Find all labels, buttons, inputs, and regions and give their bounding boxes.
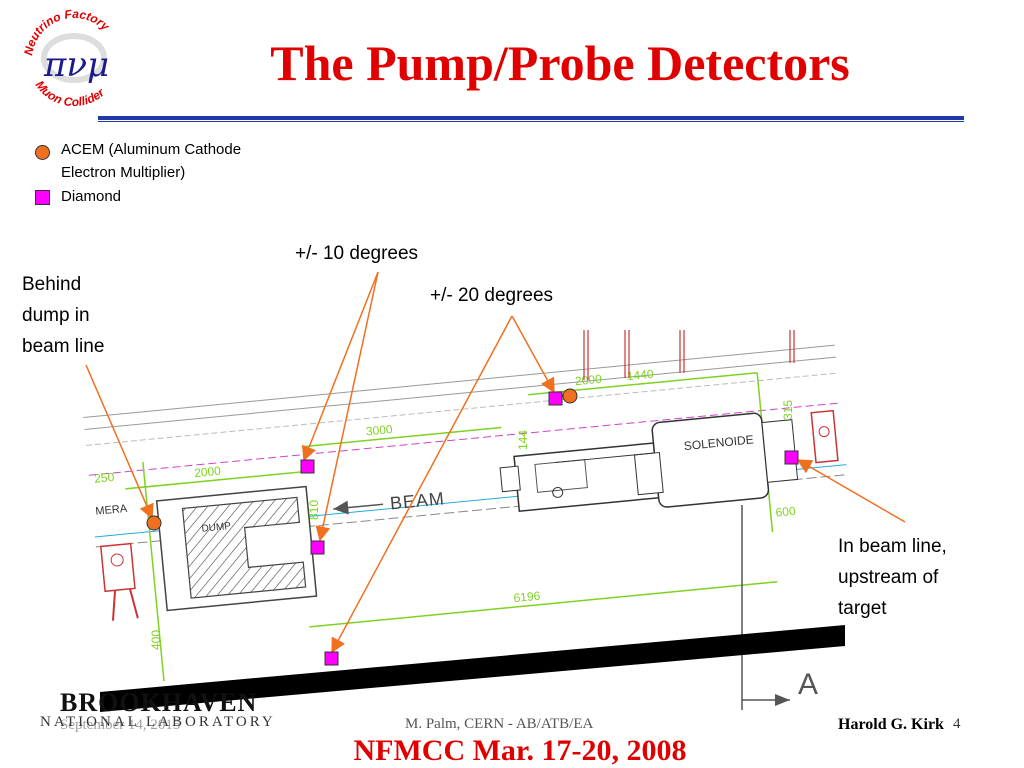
acem-detector-20deg-top — [562, 388, 578, 404]
dim-315: 315 — [781, 400, 795, 420]
dim-250: 250 — [94, 470, 116, 486]
floor-plate — [100, 625, 845, 712]
tilt-line — [88, 402, 841, 476]
page-title: The Pump/Probe Detectors — [270, 35, 850, 91]
callout-behind-dump-line2: dump in — [22, 305, 90, 326]
callout-behind-dump-line1: Behind — [22, 274, 82, 295]
callout-in-beam-line-3: target — [838, 598, 887, 619]
dim-810: 810 — [307, 500, 321, 520]
section-a-label: A — [798, 668, 818, 701]
callout-in-beam-line-2: upstream of — [838, 567, 939, 588]
callout-behind-dump: Behind dump in beam line — [22, 269, 104, 362]
callout-in-beam-line: In beam line, upstream of target — [838, 531, 947, 624]
diamond-detector-upstream — [784, 450, 799, 465]
legend-acem-label-1: ACEM (Aluminum Cathode — [61, 141, 242, 158]
solenoide-label: SOLENOIDE — [683, 432, 754, 453]
callout-20-degrees: +/- 20 degrees — [430, 285, 554, 306]
dim-400: 400 — [149, 630, 163, 650]
national-lab-label: NATIONAL LABORATORY — [40, 714, 276, 730]
diamond-detector-20deg-top — [548, 391, 563, 406]
dim-600: 600 — [775, 504, 797, 520]
brookhaven-logo: BROOKHAVEN — [60, 688, 258, 717]
legend-acem-marker — [35, 145, 50, 160]
dim-3000: 3000 — [365, 422, 393, 439]
title-rule-thin — [98, 121, 964, 122]
conference-label: NFMCC Mar. 17-20, 2008 — [353, 734, 687, 767]
support-lines — [583, 330, 795, 380]
callout-arrows — [85, 271, 906, 654]
camera-label: MERA — [95, 503, 128, 518]
callout-in-beam-line-1: In beam line, — [838, 536, 947, 557]
logo-symbols: πνμ — [43, 45, 109, 85]
acem-detector-behind-dump — [146, 515, 162, 531]
nfmc-logo: Neutrino Factory Muon Collider πνμ — [21, 7, 113, 109]
footer-center: M. Palm, CERN - AB/ATB/EA — [405, 716, 594, 732]
dim-6196: 6196 — [513, 589, 541, 606]
footer-date: September 14, 2015 — [60, 717, 181, 733]
diamond-detector-10deg-bottom — [310, 540, 325, 555]
dump-label: DUMP — [201, 521, 232, 535]
drawing-assembly: DUMP BEAM SOLENOIDE MERA 2000 3000 250 6… — [83, 344, 848, 682]
page-number: 4 — [953, 716, 961, 732]
diamond-detector-20deg-bottom — [324, 651, 339, 666]
title-rule — [98, 116, 964, 120]
dim-1440: 1440 — [626, 367, 654, 384]
callout-behind-dump-line3: beam line — [22, 336, 105, 357]
dim-144: 144 — [516, 430, 530, 450]
footer-author: Harold G. Kirk — [838, 716, 944, 733]
legend-diamond-label: Diamond — [61, 188, 122, 205]
dim-2000: 2000 — [194, 464, 222, 481]
diamond-detector-10deg-top — [300, 459, 315, 474]
legend-diamond-marker — [35, 190, 50, 205]
legend-acem-label-2: Electron Multiplier) — [61, 164, 186, 181]
callout-10-degrees: +/- 10 degrees — [295, 243, 419, 264]
